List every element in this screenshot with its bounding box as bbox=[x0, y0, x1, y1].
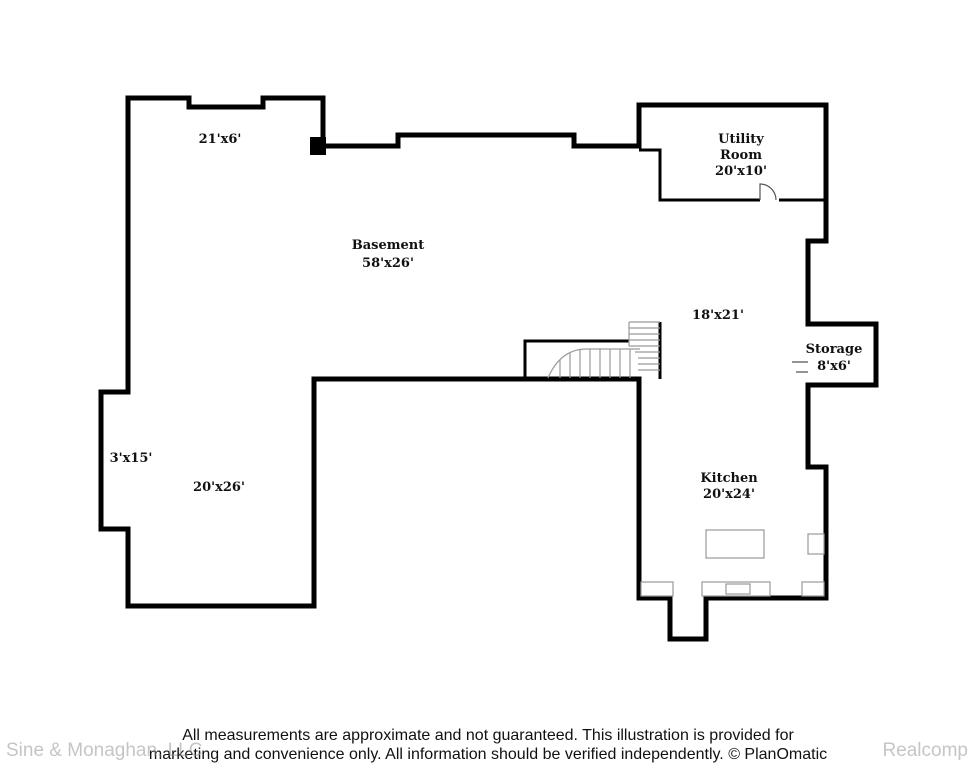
pillar bbox=[310, 137, 326, 155]
disclaimer-line-1: All measurements are approximate and not… bbox=[182, 727, 794, 744]
watermark-right: Realcomp bbox=[882, 740, 968, 761]
stairs-icon bbox=[547, 321, 660, 379]
stairwell-wall bbox=[523, 339, 629, 379]
utility-door-icon bbox=[759, 183, 777, 201]
room-label-lower-left-dims: 20'x26' bbox=[193, 480, 245, 495]
room-label-utility-line1: Utility bbox=[718, 132, 764, 147]
room-label-kitchen-name: Kitchen bbox=[700, 471, 758, 486]
room-label-basement-name: Basement bbox=[352, 238, 424, 253]
kitchen-counter-sink bbox=[701, 581, 771, 597]
kitchen-counter-right bbox=[801, 581, 825, 597]
watermark-left: Sine & Monaghan, LLC bbox=[6, 740, 203, 761]
room-label-left-alcove-dims: 3'x15' bbox=[110, 451, 153, 466]
room-label-storage-dims: 8'x6' bbox=[817, 359, 851, 374]
kitchen-appliance bbox=[807, 533, 825, 555]
utility-room-wall bbox=[639, 148, 760, 202]
sink-icon bbox=[725, 583, 751, 595]
room-label-utility-dims: 20'x10' bbox=[715, 164, 767, 179]
room-label-kitchen-dims: 20'x24' bbox=[703, 487, 755, 502]
room-label-top-left-dims: 21'x6' bbox=[199, 132, 242, 147]
room-label-basement-dims: 58'x26' bbox=[362, 256, 414, 271]
room-label-utility-line2: Room bbox=[720, 148, 762, 163]
disclaimer-line-2: marketing and convenience only. All info… bbox=[148, 746, 828, 763]
kitchen-island bbox=[705, 529, 765, 559]
room-label-center-right-dims: 18'x21' bbox=[692, 308, 744, 323]
storage-door-icon bbox=[792, 361, 808, 373]
kitchen-counter-left bbox=[640, 581, 674, 597]
room-label-storage-name: Storage bbox=[806, 342, 863, 357]
